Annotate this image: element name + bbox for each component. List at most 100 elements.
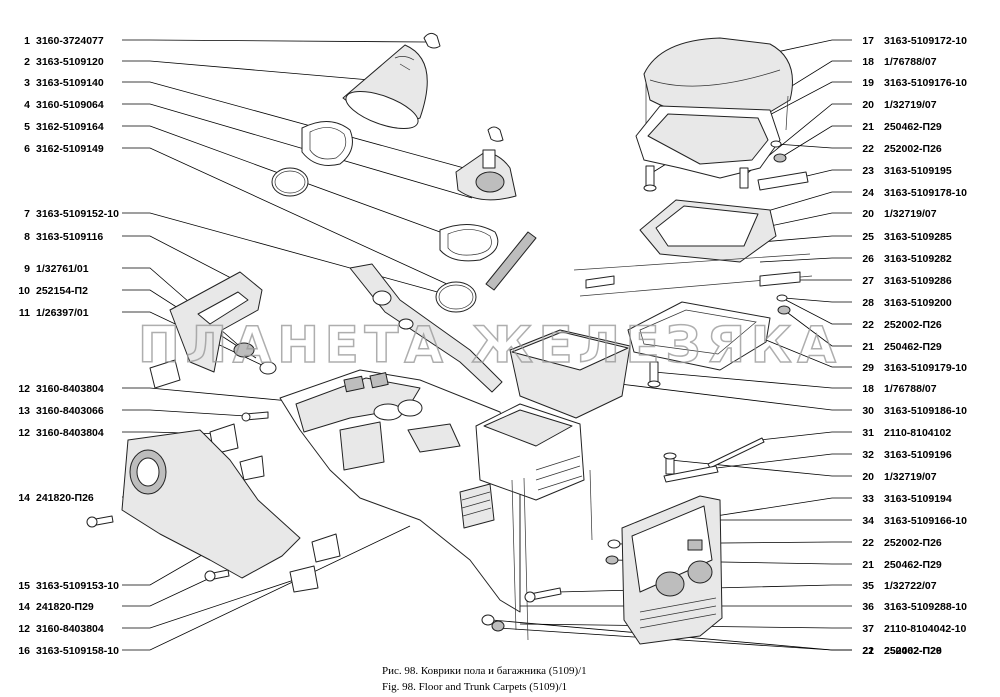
callout-part-number: 3163-5109282 [884, 253, 952, 265]
callout-number: 10 [18, 285, 30, 297]
part-nut-21c [605, 555, 619, 565]
leader-line [669, 459, 852, 477]
leader-line [775, 143, 852, 149]
part-side-panel [121, 429, 301, 579]
callout-number: 14 [18, 601, 30, 613]
leader-line [122, 525, 411, 651]
callout-part-number: 250462-П29 [884, 559, 942, 571]
callout-part-number: 1/32719/07 [884, 99, 937, 111]
callout-number: 23 [862, 165, 874, 177]
leader-line [619, 383, 852, 411]
part-seal [485, 231, 537, 291]
callout-part-number: 3160-8403804 [36, 623, 104, 635]
callout-number: 19 [862, 77, 874, 89]
callout-part-number: 1/32719/07 [884, 471, 937, 483]
callout-part-number: 1/32722/07 [884, 580, 937, 592]
leader-line [122, 577, 301, 629]
callout-part-number: 3160-8403066 [36, 405, 104, 417]
callout-number: 37 [862, 623, 874, 635]
part-washer-22a [770, 140, 782, 148]
callout-part-number: 3160-8403804 [36, 427, 104, 439]
leader-line [519, 623, 852, 629]
callout-number: 4 [24, 99, 30, 111]
callout-number: 8 [24, 231, 30, 243]
callout-part-number: 3160-8403804 [36, 383, 104, 395]
part-rod-26 [573, 253, 811, 271]
leader-line [783, 309, 852, 347]
callout-part-number: 3163-5109172-10 [884, 35, 967, 47]
leader-line [759, 257, 852, 263]
leader-line [122, 311, 269, 369]
callout-part-number: 3163-5109178-10 [884, 187, 967, 199]
callout-number: 35 [862, 580, 874, 592]
callout-number: 7 [24, 208, 30, 220]
callout-number: 18 [862, 56, 874, 68]
part-lower-plate [627, 301, 771, 371]
callout-number: 22 [862, 143, 874, 155]
leader-line [783, 297, 852, 303]
leader-line [122, 409, 247, 417]
callout-part-number: 250462-П29 [884, 645, 942, 657]
leader-line [699, 453, 852, 471]
callout-number: 24 [862, 187, 874, 199]
callout-number: 12 [18, 427, 30, 439]
callout-part-number: 252002-П26 [884, 143, 942, 155]
callout-part-number: 3163-5109179-10 [884, 362, 967, 374]
callout-number: 21 [862, 121, 874, 133]
part-nut-21d [491, 620, 505, 632]
callout-part-number: 3163-5109194 [884, 493, 952, 505]
callout-number: 36 [862, 601, 874, 613]
callout-part-number: 241820-П26 [36, 492, 94, 504]
callout-part-number: 1/32761/01 [36, 263, 89, 275]
callout-part-number: 241820-П29 [36, 601, 94, 613]
callout-part-number: 3163-5109152-10 [36, 208, 119, 220]
leader-line [763, 191, 852, 213]
callout-number: 34 [862, 515, 874, 527]
callout-part-number: 3163-5109285 [884, 231, 952, 243]
callout-number: 20 [862, 471, 874, 483]
callout-number: 16 [18, 645, 30, 657]
callout-number: 1 [24, 35, 30, 47]
callout-number: 33 [862, 493, 874, 505]
caption-en: Fig. 98. Floor and Trunk Carpets (5109)/… [382, 681, 567, 693]
callout-number: 31 [862, 427, 874, 439]
callout-part-number: 3163-5109176-10 [884, 77, 967, 89]
callout-number: 25 [862, 231, 874, 243]
callout-number: 12 [18, 383, 30, 395]
callout-part-number: 3163-5109158-10 [36, 645, 119, 657]
callout-part-number: 3163-5109196 [884, 449, 952, 461]
callout-number: 13 [18, 405, 30, 417]
leader-line [122, 147, 461, 291]
leader-line [653, 371, 852, 389]
callout-part-number: 3163-5109120 [36, 56, 104, 68]
part-bar-23 [757, 171, 809, 191]
leader-line [759, 431, 852, 441]
callout-number: 18 [862, 383, 874, 395]
part-grommet [233, 342, 255, 358]
callout-part-number: 3163-5109286 [884, 275, 952, 287]
part-oring [435, 281, 477, 313]
leader-line [122, 212, 453, 297]
callout-part-number: 250462-П29 [884, 121, 942, 133]
callout-part-number: 3163-5109153-10 [36, 580, 119, 592]
callout-part-number: 252002-П26 [884, 645, 942, 657]
callout-part-number: 1/26397/01 [36, 307, 89, 319]
part-washer-22c [607, 539, 621, 549]
callout-number: 21 [862, 559, 874, 571]
callout-part-number: 2110-8104042-10 [884, 623, 966, 635]
callout-number: 26 [862, 253, 874, 265]
part-frame-4 [439, 224, 499, 262]
callout-part-number: 3163-5109166-10 [884, 515, 967, 527]
callout-number: 2 [24, 56, 30, 68]
callout-number: 9 [24, 263, 30, 275]
part-rail-32 [663, 465, 719, 483]
callout-part-number: 3163-5109195 [884, 165, 952, 177]
callout-number: 12 [18, 623, 30, 635]
callout-number: 27 [862, 275, 874, 287]
leader-line [122, 81, 487, 175]
part-screw-18b [739, 167, 749, 189]
callout-number: 21 [862, 645, 874, 657]
callout-number: 28 [862, 297, 874, 309]
